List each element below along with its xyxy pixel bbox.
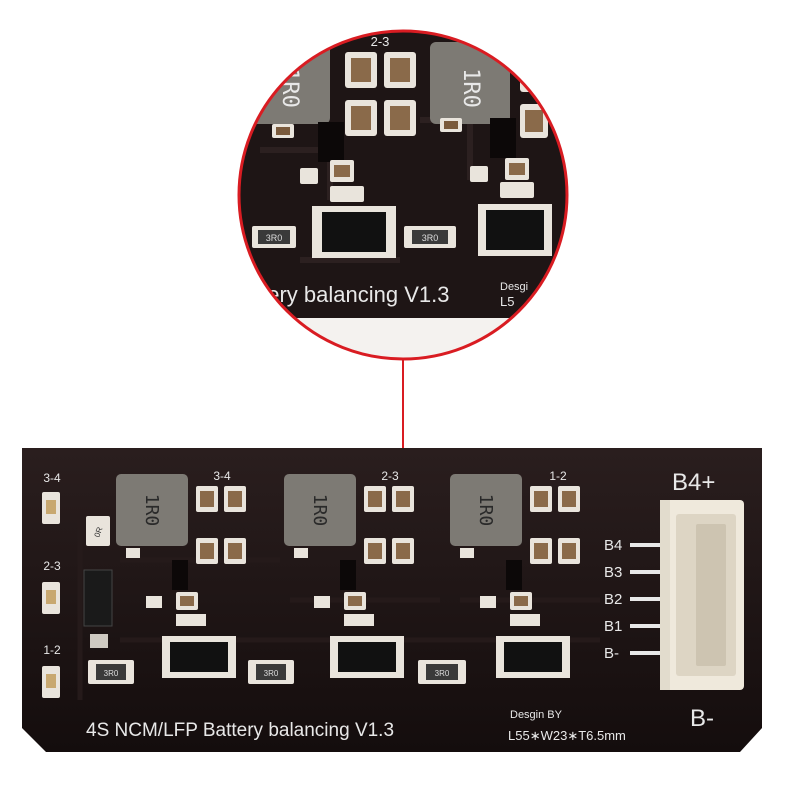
inductor: [284, 474, 356, 546]
svg-text:2-3: 2-3: [381, 469, 399, 483]
cell-1-2: 1-2 1R0 3R0: [418, 469, 580, 684]
svg-text:3R0: 3R0: [104, 669, 119, 678]
board-title: 4S NCM/LFP Battery balancing V1.3: [86, 720, 394, 741]
board-dimensions: L55∗W23∗T6.5mm: [508, 728, 626, 743]
svg-text:1R0: 1R0: [309, 494, 330, 527]
zoom-inductor-right: 1R0: [430, 42, 510, 124]
pin-labels: B4 B3 B2 B1 B-: [604, 537, 660, 662]
zoom-design-fragment: Desgi: [500, 281, 528, 293]
cell-3-4: 3-4 1R0 3R0: [88, 469, 246, 684]
svg-text:1R0: 1R0: [475, 494, 496, 527]
svg-text:3R0: 3R0: [435, 669, 450, 678]
design-label: Desgin BY: [510, 709, 563, 721]
zoom-cell-label: 2-3: [371, 34, 390, 49]
zoom-inset: 1R0 1R0 2-3: [237, 29, 569, 361]
svg-text:B4: B4: [604, 537, 622, 554]
b4-plus-label: B4+: [672, 469, 715, 496]
svg-text:0R: 0R: [92, 526, 104, 539]
svg-text:3R0: 3R0: [264, 669, 279, 678]
svg-text:3R0: 3R0: [422, 233, 439, 243]
pcb-board: 3-4 2-3 1-2 0R 3-4 1R0: [22, 448, 762, 752]
svg-text:1R0: 1R0: [141, 494, 162, 527]
svg-text:3R0: 3R0: [266, 233, 283, 243]
cell-2-3: 2-3 1R0 3R0: [248, 469, 414, 684]
zoom-caption: ttery balancing V1.3: [255, 282, 449, 307]
zoom-capacitors-center: [345, 52, 416, 136]
zoom-dim-fragment: L5: [500, 294, 514, 309]
svg-text:3-4: 3-4: [43, 471, 61, 485]
svg-text:2-3: 2-3: [43, 559, 61, 573]
svg-text:B-: B-: [604, 645, 619, 662]
zoom-mosfets: [312, 204, 552, 258]
svg-text:B3: B3: [604, 564, 622, 581]
svg-text:B1: B1: [604, 618, 622, 635]
left-mosfet: [83, 569, 113, 627]
balance-connector: [660, 500, 744, 690]
svg-text:1R0: 1R0: [277, 68, 302, 108]
svg-text:1-2: 1-2: [549, 469, 567, 483]
svg-text:B2: B2: [604, 591, 622, 608]
svg-text:1R0: 1R0: [458, 68, 483, 108]
led-column: 3-4 2-3 1-2: [42, 471, 61, 698]
b-minus-label: B-: [690, 705, 714, 732]
svg-text:3-4: 3-4: [213, 469, 231, 483]
inductor: [450, 474, 522, 546]
svg-text:1-2: 1-2: [43, 643, 61, 657]
zoom-resistors: 3R0 3R0: [252, 226, 456, 248]
inductor: [116, 474, 188, 546]
